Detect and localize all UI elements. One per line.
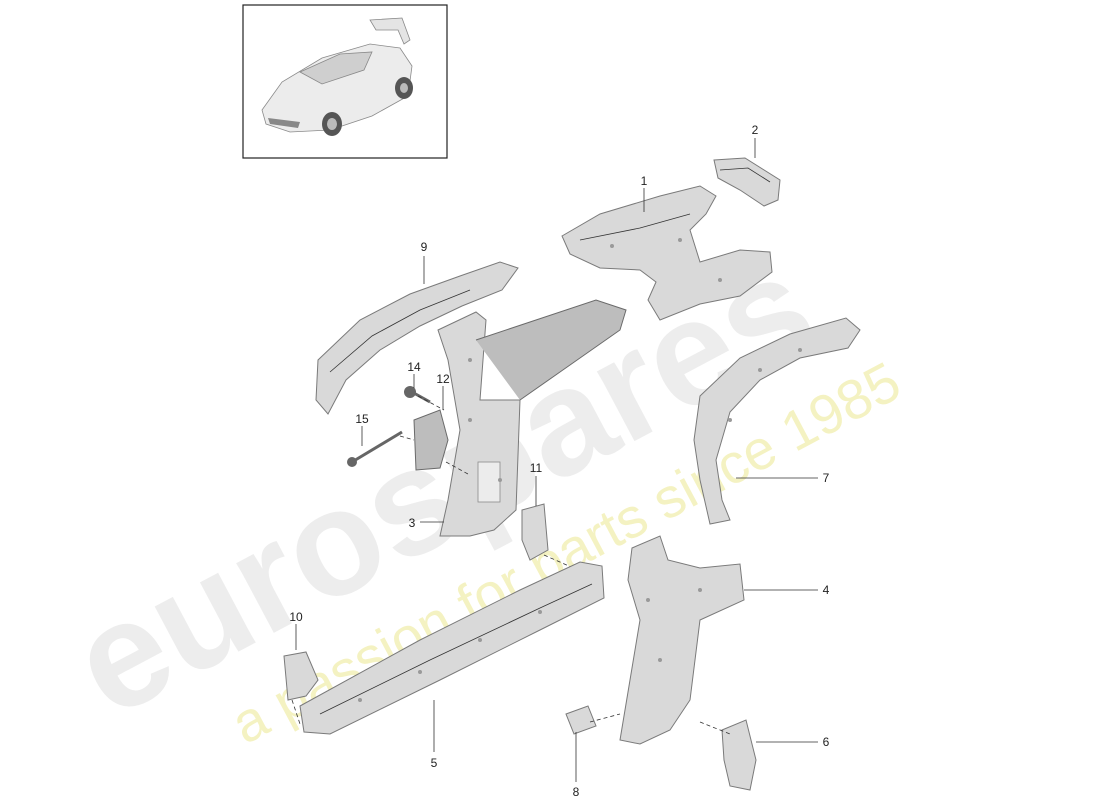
callout-6[interactable]: 6	[823, 735, 830, 749]
callout-7[interactable]: 7	[823, 471, 830, 485]
part-5	[299, 561, 605, 735]
part-10	[283, 651, 319, 701]
callout-8[interactable]: 8	[573, 785, 580, 799]
part-3	[437, 299, 627, 537]
car-thumbnail	[242, 4, 448, 159]
part-7	[693, 317, 861, 525]
part-15	[347, 430, 403, 467]
part-1	[561, 185, 773, 321]
part-14	[404, 386, 431, 404]
callout-15[interactable]: 15	[355, 412, 369, 426]
part-9	[315, 261, 519, 415]
callout-14[interactable]: 14	[407, 360, 421, 374]
callout-9[interactable]: 9	[421, 240, 428, 254]
part-6	[721, 719, 757, 791]
callout-2[interactable]: 2	[752, 123, 759, 137]
callout-4[interactable]: 4	[823, 583, 830, 597]
leader-lines	[295, 138, 818, 782]
part-11	[521, 503, 549, 561]
part-4	[619, 535, 745, 745]
car-thumbnail-icon	[261, 17, 413, 136]
part-2	[713, 157, 781, 207]
callout-12[interactable]: 12	[436, 372, 450, 386]
callout-11[interactable]: 11	[530, 461, 543, 475]
part-8	[565, 705, 597, 735]
callout-3[interactable]: 3	[409, 516, 416, 530]
part-12	[413, 409, 449, 471]
callout-5[interactable]: 5	[431, 756, 438, 770]
callout-10[interactable]: 10	[289, 610, 303, 624]
callout-1[interactable]: 1	[641, 174, 648, 188]
